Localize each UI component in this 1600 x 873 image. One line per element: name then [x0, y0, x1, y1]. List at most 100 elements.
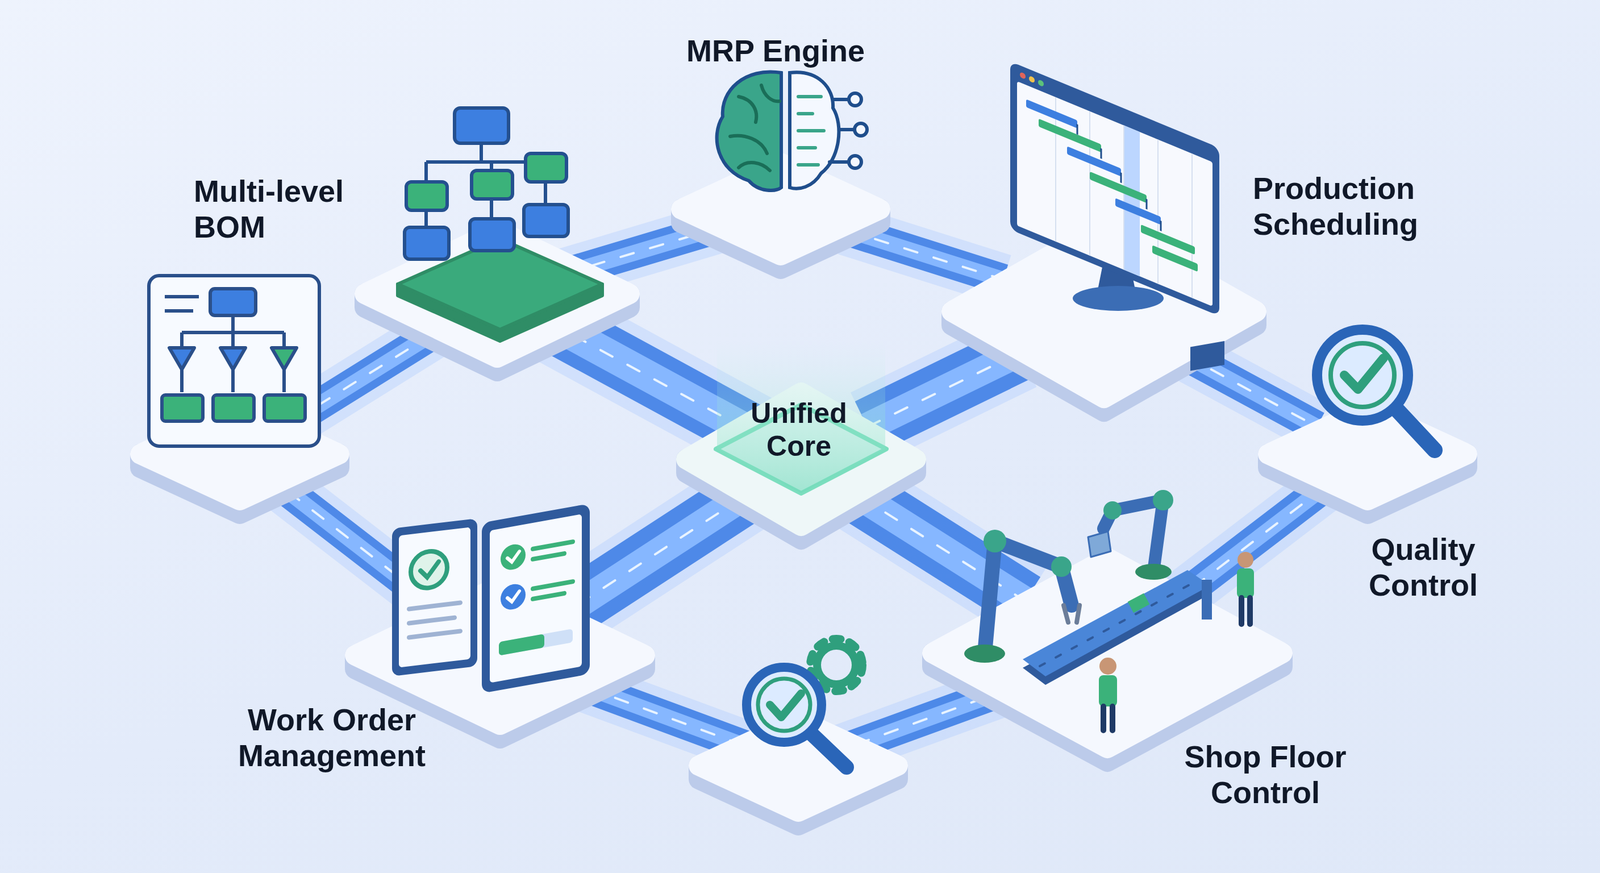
inspection-icon-part — [746, 667, 822, 743]
monitor-icon-part — [1010, 61, 1220, 316]
monitor-icon-part-part — [1038, 118, 1102, 153]
brain-icon-part — [848, 155, 862, 169]
monitor-icon-part-part — [1026, 99, 1078, 129]
bom-card-icon-part — [264, 394, 306, 422]
monitor-icon-part-part — [1077, 124, 1161, 232]
inspection-icon-part — [757, 678, 811, 731]
hierarchy-icon — [397, 107, 603, 341]
band-stripe — [859, 496, 1026, 602]
hierarchy-icon-part — [404, 227, 449, 260]
hierarchy-icon-part — [454, 107, 509, 144]
tablet-icon-part-part — [507, 590, 520, 603]
tablet-icon-part-part — [489, 513, 582, 683]
shop-floor-icon-part — [984, 500, 1164, 654]
band-stripe — [867, 352, 1020, 427]
bom-card-icon-part — [161, 394, 203, 422]
tablet-icon-part-part — [481, 503, 590, 694]
tablet-icon-part-part — [392, 518, 478, 677]
magnifier-icon — [1317, 329, 1435, 450]
module-label: Multi-level BOM — [193, 173, 376, 245]
shop-floor-icon-part — [1051, 556, 1072, 577]
brain-icon-part — [829, 99, 856, 162]
bom-card-icon-part — [213, 394, 254, 422]
shop-floor-icon-part — [1103, 501, 1122, 520]
magnifier-icon-part — [1344, 357, 1384, 390]
monitor-icon-part-part — [1028, 75, 1035, 84]
shop-floor-icon-part — [1135, 563, 1172, 580]
bom-card-icon-part — [210, 288, 256, 316]
module-label: MRP Engine — [661, 32, 890, 69]
brain-icon-part — [730, 85, 780, 171]
hierarchy-icon-part — [471, 170, 513, 199]
inspection-icon-part — [809, 731, 847, 768]
module-label: Shop Floor Control — [1163, 738, 1368, 810]
shop-floor-icon-part — [1088, 531, 1111, 557]
shop-floor-icon-part — [964, 644, 1006, 663]
tablet-icon-part-part — [409, 602, 461, 638]
monitor-icon-part-part — [1019, 71, 1026, 80]
tablet-icon-part-part — [507, 551, 520, 563]
shop-floor-icon-part — [1127, 593, 1150, 613]
tablet-icon-part-part — [532, 541, 573, 560]
brain-icon-part — [848, 93, 862, 106]
shop-floor-icon-part — [1098, 675, 1118, 707]
bom-card-icon-part — [148, 275, 320, 447]
monitor-icon-part-part — [1038, 78, 1044, 87]
bom-card-icon-part — [220, 347, 246, 370]
monitor-icon-part-part — [1067, 146, 1122, 177]
monitor-icon-part-part — [1017, 81, 1213, 307]
shop-floor-icon-part — [1152, 489, 1174, 511]
tablet-icon-part-part — [532, 581, 573, 599]
hierarchy-icon-part — [523, 204, 569, 237]
tablet-icon-part — [392, 518, 478, 677]
hierarchy-icon-part — [525, 153, 567, 182]
shop-floor-icon-part — [1201, 579, 1212, 620]
shop-floor-icon-part — [983, 529, 1007, 553]
tablet-icon-part — [481, 503, 590, 694]
magnifier-icon-part — [1394, 407, 1435, 450]
module-label: Production Scheduling — [1252, 170, 1475, 242]
band-stripe — [859, 496, 1026, 602]
data-band — [867, 352, 1020, 427]
hierarchy-icon-part — [469, 218, 515, 251]
shop-floor-icon-part — [1022, 569, 1211, 677]
tablet-icon-part-part — [498, 628, 573, 656]
band-stripe — [564, 496, 744, 614]
band-stripe — [859, 496, 1026, 602]
module-label: Work Order Management — [212, 701, 452, 773]
monitor-icon-part — [1072, 285, 1164, 311]
shop-floor-icon-part — [1241, 597, 1250, 624]
tablet-icon-part-part — [410, 548, 448, 590]
shop-floor-icon-part — [1190, 340, 1225, 372]
bom-card-icon — [148, 275, 320, 447]
monitor-icon-part-part — [1115, 197, 1161, 225]
inspection-icon — [746, 638, 863, 768]
band-stripe — [564, 496, 744, 614]
shop-floor-icon-part-part — [1103, 500, 1164, 572]
band-stripe — [564, 496, 744, 614]
data-band — [859, 496, 1026, 602]
core-glow — [715, 340, 887, 494]
tablet-icon-part-part — [498, 633, 545, 656]
monitor-icon-part-part — [1010, 61, 1220, 316]
shop-floor-icon-part — [1236, 568, 1254, 598]
module-label: Quality Control — [1335, 531, 1512, 603]
tablet-icon-part-part — [500, 542, 526, 572]
shop-floor-icon-part — [1103, 706, 1113, 731]
hierarchy-icon-part — [397, 284, 603, 341]
monitor-icon-part-part — [1089, 171, 1147, 203]
inspection-icon-part — [769, 693, 802, 718]
band-stripe — [867, 352, 1020, 427]
magnifier-icon-part — [1317, 329, 1408, 421]
brain-icon-part — [789, 72, 839, 189]
inspection-icon-part — [817, 645, 856, 685]
tablet-icon-part-part — [420, 561, 439, 578]
hierarchy-icon-part — [406, 181, 448, 211]
bom-card-icon-part — [271, 347, 297, 370]
brain-icon-part — [717, 72, 782, 191]
module-label: Unified Core — [727, 396, 870, 463]
data-band — [564, 496, 744, 614]
monitor-icon-part-part — [1152, 244, 1198, 272]
shop-floor-icon-part — [1099, 657, 1117, 675]
